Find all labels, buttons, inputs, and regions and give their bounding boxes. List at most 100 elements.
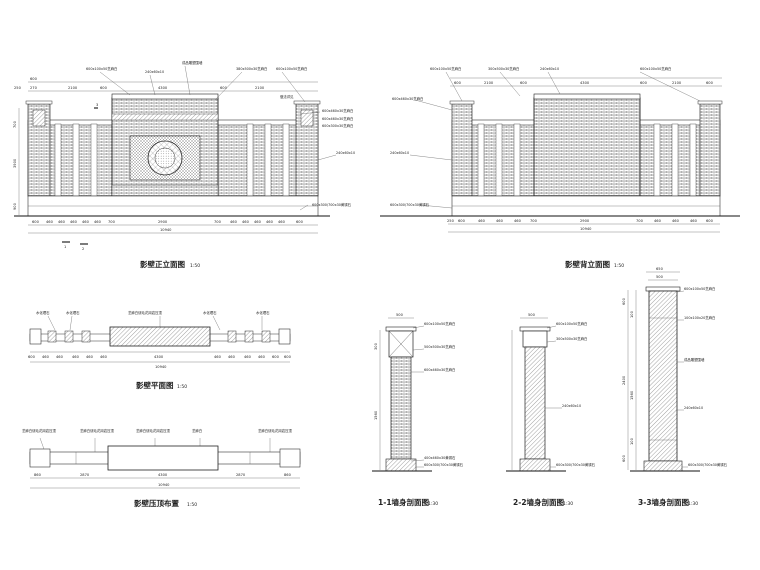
- coping-note-1: 芝麻白烧毛花岗岩压顶: [80, 428, 115, 433]
- section1-note-3: 400x460x30黄锈石: [424, 455, 456, 460]
- section3-top-dim-1: 500: [656, 275, 664, 279]
- back-pilasters: [477, 123, 697, 197]
- front-top-dim-7: 2100: [255, 86, 265, 90]
- back-annotations: 600x100x50芝麻白 300x500x30芝麻白 240x60x10 60…: [390, 66, 701, 209]
- back-bottom-dim-10: 460: [690, 219, 698, 223]
- section2-footing: [519, 458, 551, 472]
- section1-wall: [390, 356, 412, 460]
- front-elevation: 600 250 270 2100 600 4300 600 2100 700 3…: [13, 60, 355, 269]
- front-left-dim-1: 3900: [13, 158, 17, 168]
- coping-dimension: 860 2870 4300 2870 860 10940: [30, 473, 300, 489]
- front-bottom-dim-4: 460: [82, 220, 90, 224]
- section2-annotations: 600x100x50芝麻白 300x500x30芝麻白 240x60x10 60…: [545, 321, 596, 468]
- section1-scale: 1:30: [428, 501, 438, 507]
- section2-note-0: 600x100x50芝麻白: [556, 321, 587, 326]
- section3-left-dim-1: 100: [630, 310, 634, 318]
- front-top-dim-4: 600: [100, 86, 108, 90]
- back-top-dim-4: 600: [640, 81, 648, 85]
- front-bottom-dim-1: 460: [46, 220, 54, 224]
- coping-scale: 1:50: [187, 502, 197, 508]
- section1-annotations: 600x100x50芝麻白 500x500x30芝麻白 600x460x30芝麻…: [410, 321, 464, 468]
- back-total-dim: 10940: [580, 227, 592, 231]
- front-bottom-dim-6: 700: [108, 220, 116, 224]
- front-left-dim-2: 900: [13, 202, 17, 210]
- back-right-post: [699, 103, 721, 197]
- section1-title: 1-1墙身剖面图: [378, 497, 430, 507]
- section2-note-3: 600x300/700x30黄锈石: [556, 462, 596, 467]
- plan-annotations: 水化理石 水化理石 芝麻白烧毛花岗岩压顶 水化理石 水化理石: [36, 310, 270, 331]
- back-note-0: 600x100x50芝麻白: [430, 66, 461, 71]
- front-marker-3: 3: [96, 103, 98, 107]
- front-note-8: 600x300/700x30黄锈石: [312, 202, 352, 207]
- plan-title: 影壁平面图: [136, 380, 174, 390]
- plan-dim-6: 4300: [154, 355, 164, 359]
- front-annotations: 600x100x50芝麻白 240x60x10 成品雕塑围墙 380x500x3…: [86, 60, 355, 211]
- section3-left-dim-0: 600: [622, 297, 626, 305]
- back-bottom-dim-7: 700: [636, 219, 644, 223]
- back-bottom-dim-2: 460: [478, 219, 486, 223]
- back-bottom-dimension: 250 600 460 460 460 700 2900 700 460 460…: [447, 219, 720, 233]
- coping-note-3: 芝麻白: [192, 428, 202, 433]
- back-note-5: 240x60x10: [390, 151, 409, 155]
- front-note-9: 600x460x30芝麻白: [322, 116, 353, 121]
- front-bottom-dim-10: 460: [242, 220, 250, 224]
- front-note-3: 380x500x30芝麻白: [236, 66, 267, 71]
- coping-note-0: 芝麻白烧毛花岗岩压顶: [22, 428, 57, 433]
- section2-title: 2-2墙身剖面图: [513, 497, 565, 507]
- section-1-1: 500 300 1560 600x100x50芝麻白 500x500x30芝麻白…: [372, 313, 464, 507]
- section3-footing: [643, 460, 683, 472]
- section3-note-0: 600x100x50芝麻白: [684, 286, 715, 291]
- plan-scale: 1:50: [177, 384, 187, 390]
- front-marker-1: 1: [64, 245, 66, 249]
- plan-note-1: 水化理石: [66, 310, 80, 315]
- section3-title: 3-3墙身剖面图: [638, 497, 690, 507]
- back-elevation: 600 2100 600 4300 600 2100 600: [380, 66, 740, 269]
- back-bottom-dim-1: 600: [458, 219, 466, 223]
- back-elevation-scale: 1:50: [614, 263, 624, 269]
- section1-note-2: 600x460x30芝麻白: [424, 367, 455, 372]
- front-bottom-dim-7: 2900: [158, 220, 168, 224]
- back-note-1: 300x500x30芝麻白: [488, 66, 519, 71]
- plan-total-dim: 10940: [155, 365, 167, 369]
- front-note-4: 600x100x50芝麻白: [276, 66, 307, 71]
- front-bottom-dim-2: 460: [58, 220, 66, 224]
- section2-scale: 1:30: [563, 501, 573, 507]
- back-bottom-dim-8: 460: [654, 219, 662, 223]
- back-note-2: 240x60x10: [540, 67, 559, 71]
- plan-dim-12: 600: [284, 355, 292, 359]
- section3-scale: 1:30: [688, 501, 698, 507]
- coping-note-2: 芝麻白烧毛花岗岩压顶: [136, 428, 171, 433]
- section1-note-0: 600x100x50芝麻白: [424, 321, 455, 326]
- front-screen-band: [111, 113, 219, 121]
- plan-dim-7: 460: [214, 355, 222, 359]
- section1-left-dim-1: 1560: [374, 410, 378, 420]
- front-section-markers: 1 2 3: [62, 103, 98, 251]
- section3-left-dim-5: 600: [622, 454, 626, 462]
- coping-dim-3: 2870: [236, 473, 246, 477]
- front-top-dim-1: 250: [14, 86, 22, 90]
- section3-note-2: 成品雕塑围墙: [684, 357, 705, 362]
- front-note-10: 600x300x30芝麻白: [322, 123, 353, 128]
- section2-cap: [522, 330, 548, 348]
- front-total-dim: 10940: [160, 228, 172, 232]
- front-bottom-dim-9: 460: [230, 220, 238, 224]
- back-bottom-dim-6: 2900: [580, 219, 590, 223]
- plan-dimension: 600 460 460 460 460 460 4300 460 460 460…: [28, 351, 292, 369]
- back-bottom-dim-11: 600: [706, 219, 714, 223]
- front-bottom-dim-3: 460: [70, 220, 78, 224]
- back-top-dim-6: 600: [706, 81, 714, 85]
- front-bottom-dim-0: 600: [32, 220, 40, 224]
- back-elevation-title: 影壁背立面图: [565, 259, 610, 269]
- section2-wall: [524, 346, 546, 460]
- plan-dim-9: 460: [244, 355, 252, 359]
- front-marker-2: 2: [82, 247, 84, 251]
- section-3-3: 650 500 600 100 2400 1560 100 600 600x10…: [622, 267, 728, 507]
- plan-view: 水化理石 水化理石 芝麻白烧毛花岗岩压顶 水化理石 水化理石 600 4: [28, 310, 292, 390]
- front-elevation-scale: 1:50: [190, 263, 200, 269]
- front-left-dimension: 700 3900 900: [13, 108, 20, 215]
- front-right-post-panel: [300, 109, 314, 127]
- back-central-screen: [533, 97, 641, 197]
- front-top-dim-0: 600: [30, 77, 38, 81]
- front-elevation-title: 影壁正立面图: [140, 259, 185, 269]
- plan-central-screen: [109, 326, 211, 347]
